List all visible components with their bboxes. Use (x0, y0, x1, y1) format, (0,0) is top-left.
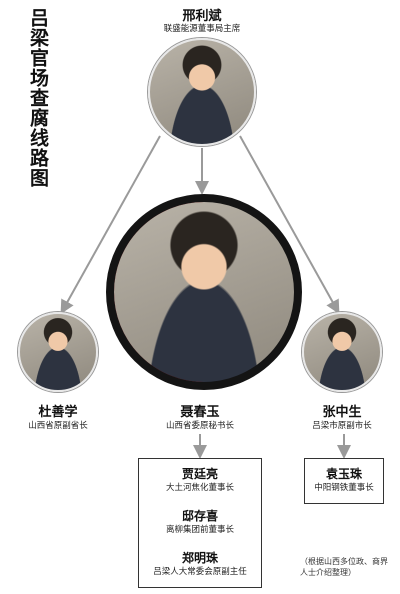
subordinate-name: 贾廷亮 (181, 467, 218, 481)
right-person-portrait (302, 312, 382, 392)
subordinate-name: 袁玉珠 (325, 467, 362, 481)
main-person-name: 聂春玉 (180, 405, 220, 420)
left-person-role: 山西省原副省长 (28, 421, 88, 431)
right-person-role: 吕梁市原副市长 (312, 421, 372, 431)
diagram-title: 吕梁官场查腐线路图 (27, 8, 49, 188)
main-person-role: 山西省委原秘书长 (165, 421, 234, 431)
left-person-name: 杜善学 (38, 405, 78, 420)
main-person-portrait (106, 194, 302, 390)
subordinate-role: 吕梁人大常委会原副主任 (153, 567, 247, 577)
subordinate-entry: 贾廷亮 大土河焦化董事长 (139, 467, 261, 494)
arrow-top-to-left (60, 135, 161, 315)
main-subordinates-box: 贾廷亮 大土河焦化董事长 邸存喜 离柳集团前董事长 郑明珠 吕梁人大常委会原副主… (138, 458, 262, 588)
subordinate-entry: 袁玉珠 中阳钢铁董事长 (305, 467, 383, 494)
subordinate-role: 离柳集团前董事长 (165, 525, 234, 535)
subordinate-role: 中阳钢铁董事长 (314, 483, 374, 493)
subordinate-entry: 郑明珠 吕梁人大常委会原副主任 (139, 551, 261, 578)
left-person-portrait (18, 312, 98, 392)
subordinate-name: 邸存喜 (181, 509, 218, 523)
subordinate-name: 郑明珠 (181, 551, 218, 565)
top-person-role: 联盛能源董事局主席 (163, 24, 241, 34)
source-note: （根据山西多位政、商界人士介绍整理） (300, 557, 388, 577)
arrow-top-to-right (239, 135, 340, 315)
top-person-portrait (148, 38, 256, 146)
right-person-name: 张中生 (322, 405, 362, 420)
right-subordinates-box: 袁玉珠 中阳钢铁董事长 (304, 458, 384, 504)
subordinate-entry: 邸存喜 离柳集团前董事长 (139, 509, 261, 536)
subordinate-role: 大土河焦化董事长 (165, 483, 234, 493)
top-person-name: 邢利斌 (182, 9, 222, 24)
